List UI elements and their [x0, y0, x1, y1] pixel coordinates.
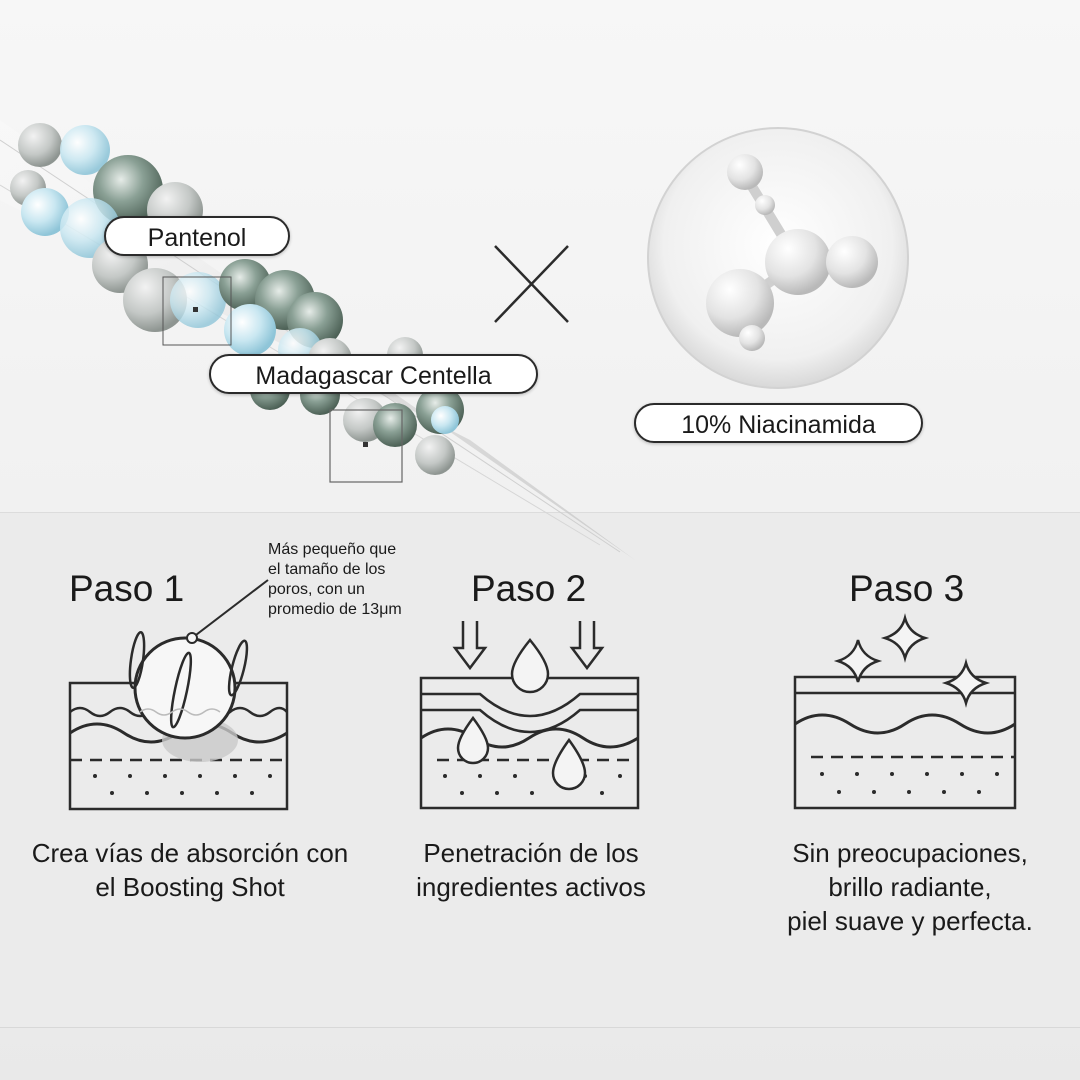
step-1-skin-diagram [68, 579, 289, 811]
sparkle-icon [833, 613, 991, 708]
callout-line: Más pequeño que [268, 541, 397, 558]
arrow-down-icon [452, 621, 605, 671]
callout-line: poros, con un [268, 581, 365, 598]
callout-line: el tamaño de los [268, 561, 386, 578]
callout-line: promedio de 13μm [268, 601, 402, 618]
caption-line: Sin preocupaciones, [792, 838, 1028, 868]
step-2-caption: Penetración de los ingredientes activos [381, 836, 681, 904]
steps-panel [0, 512, 1080, 1028]
step-3-title: Paso 3 [849, 568, 965, 609]
microneedle-shot-icon [0, 120, 635, 560]
droplet-icon [456, 638, 587, 791]
ingredient-pill-centella: Madagascar Centella [209, 354, 538, 394]
step-1-title: Paso 1 [69, 568, 185, 609]
caption-line: el Boosting Shot [95, 872, 285, 902]
pore-size-callout: Más pequeño que el tamaño de los poros, … [268, 540, 402, 620]
step-3-skin-diagram [793, 613, 1017, 810]
step-2-skin-diagram [419, 621, 640, 810]
caption-line: ingredientes activos [416, 872, 646, 902]
caption-line: brillo radiante, [828, 872, 992, 902]
skin-layer-icon [419, 676, 640, 810]
caption-line: piel suave y perfecta. [787, 906, 1033, 936]
ingredient-pill-panthenol: Pantenol [104, 216, 290, 256]
step-3-caption: Sin preocupaciones, brillo radiante, pie… [760, 836, 1060, 938]
magnifier-icon [128, 579, 269, 740]
skin-layer-icon [793, 675, 1017, 810]
caption-line: Crea vías de absorción con [31, 838, 349, 868]
caption-line: Penetración de los [423, 838, 639, 868]
step-1-caption: Crea vías de absorción con el Boosting S… [10, 836, 370, 904]
molecule-drop-icon [647, 127, 909, 389]
ingredient-pill-niacinamide: 10% Niacinamida [634, 403, 923, 443]
multiply-icon [494, 245, 569, 323]
step-2-title: Paso 2 [471, 568, 587, 609]
